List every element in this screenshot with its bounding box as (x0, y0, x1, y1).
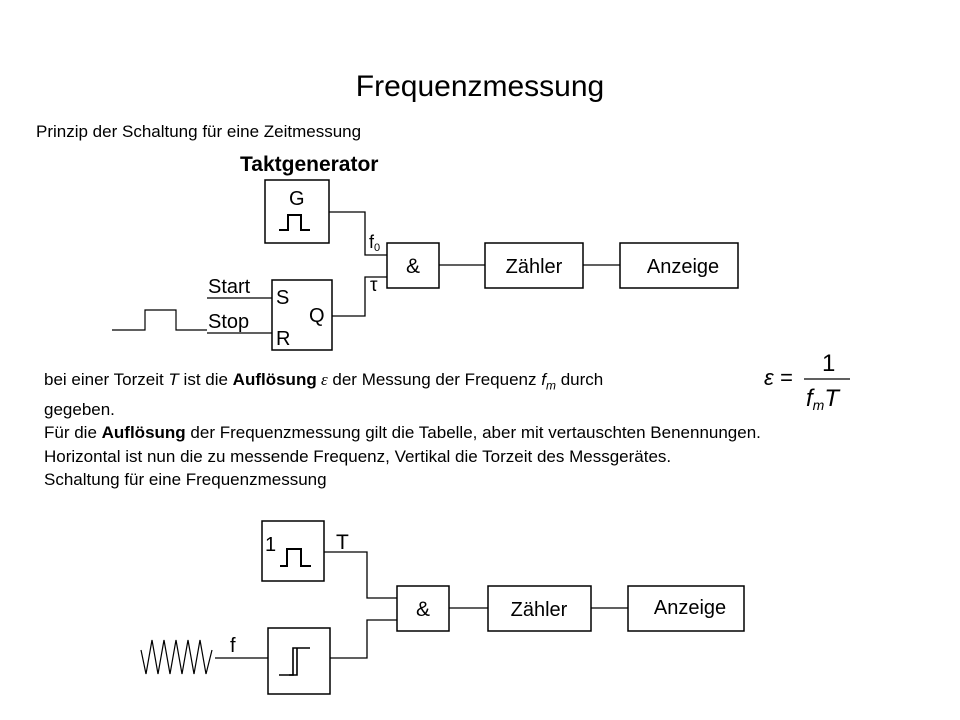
text-line-1: bei einer Torzeit T ist die Auflösung ε … (44, 370, 604, 393)
schmitt-trigger-box (267, 627, 331, 695)
and-label-2: & (416, 598, 430, 621)
subtitle: Prinzip der Schaltung für eine Zeitmessu… (36, 122, 362, 141)
wire-timebase (324, 551, 397, 599)
gate-pulse-signal (112, 309, 207, 331)
flipflop-box (271, 279, 333, 351)
generator-label: Taktgenerator (240, 153, 378, 176)
text-line-5: Schaltung für eine Frequenzmessung (44, 470, 327, 490)
formula-numerator: 1 (822, 350, 835, 377)
ff-q-label: Q (309, 305, 325, 327)
wire-tau (332, 276, 387, 317)
tau-label: τ (370, 275, 378, 296)
description-text: bei einer Torzeit T ist die Auflösung ε … (44, 368, 761, 492)
f0-label: f0 (369, 232, 380, 254)
wire-trigger (330, 619, 397, 659)
ff-s-label: S (276, 287, 289, 309)
counter-label: Zähler (506, 256, 563, 278)
generator-letter: G (289, 188, 305, 210)
formula-lhs: ε = (764, 365, 793, 390)
resolution-formula: ε = 1 fmT (764, 350, 850, 413)
counter-label-2: Zähler (511, 599, 568, 621)
formula-denominator: fmT (806, 385, 841, 413)
wire-f0 (329, 211, 387, 256)
and-label: & (406, 255, 420, 278)
frequency-measurement-diagram (140, 520, 745, 695)
display-label-2: Anzeige (654, 597, 726, 619)
ff-r-label: R (276, 328, 290, 350)
sine-input-signal (140, 639, 213, 675)
stop-label: Stop (208, 311, 249, 333)
text-line-2: gegeben. (44, 399, 115, 419)
f-label: f (230, 635, 236, 657)
start-label: Start (208, 276, 251, 298)
hysteresis-icon-2 (289, 648, 298, 676)
hysteresis-icon (279, 647, 310, 676)
pulse-icon-2 (280, 548, 311, 567)
text-line-4: Horizontal ist nun die zu messende Frequ… (44, 446, 672, 466)
page-title: Frequenzmessung (355, 70, 605, 103)
display-label: Anzeige (647, 256, 719, 278)
T-label: T (336, 531, 349, 554)
pulse-icon (279, 214, 310, 231)
timebase-number: 1 (265, 534, 276, 556)
text-line-3: Für die Auflösung der Frequenzmessung gi… (44, 423, 761, 443)
timebase-box (261, 520, 325, 582)
